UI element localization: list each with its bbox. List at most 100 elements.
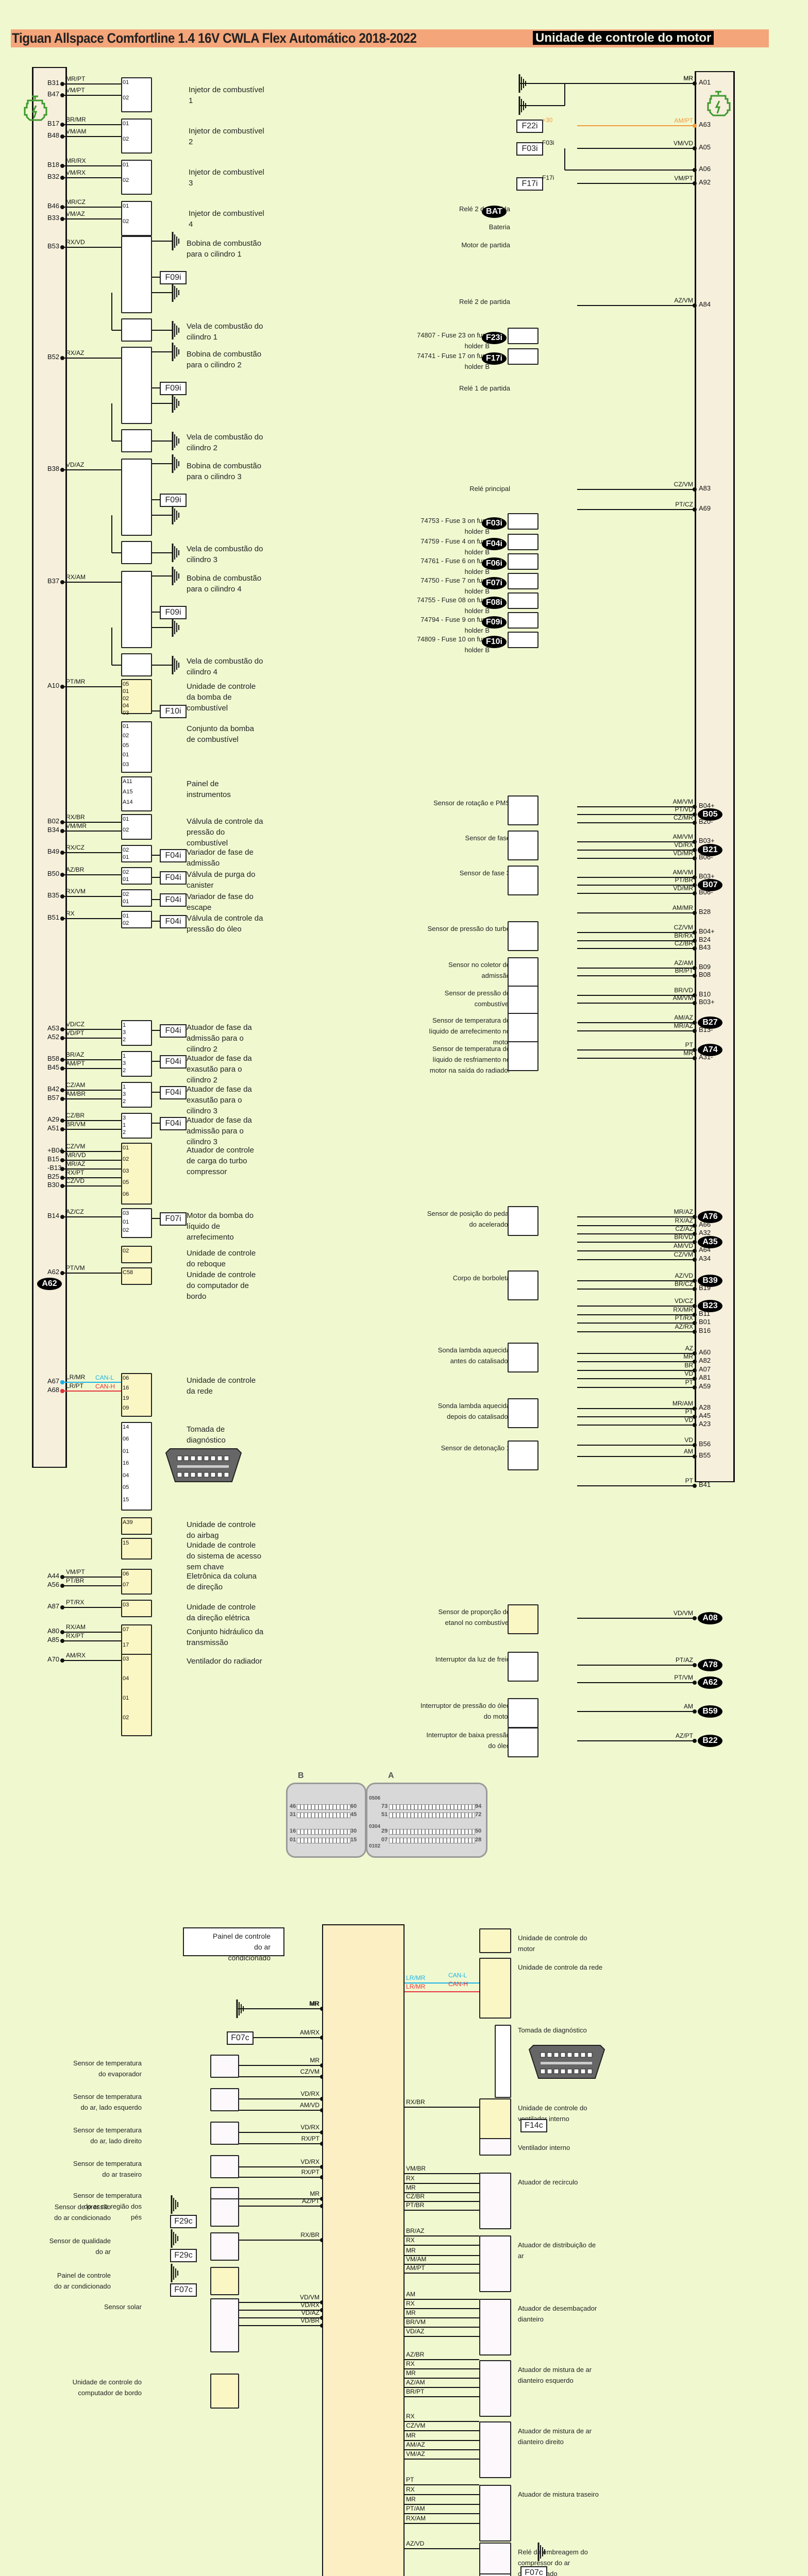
- component-box: [121, 1538, 152, 1560]
- terminal-label: 03: [123, 1210, 129, 1216]
- component-label: Sensor de temperatura do ar, lado esquer…: [73, 2093, 142, 2111]
- connector-badge: B59: [698, 1705, 722, 1718]
- terminal-label: 02: [123, 696, 129, 702]
- terminal-label: 01: [123, 121, 129, 127]
- terminal-label: 01: [123, 688, 129, 694]
- component-box: [508, 921, 538, 951]
- fuse-badge: F17i: [482, 352, 507, 365]
- connector-badge: A78: [698, 1659, 722, 1671]
- pin-label: B48: [47, 131, 60, 139]
- component-box: [210, 2267, 239, 2295]
- component-label: Sensor de temperatura do evaporador: [73, 2059, 142, 2078]
- wire-color-label: MR: [406, 2309, 416, 2316]
- component-box: [121, 1051, 152, 1077]
- terminal-label: A14: [123, 799, 133, 805]
- pin-label: A60: [699, 1348, 711, 1356]
- connector-pin-row: [297, 1812, 350, 1818]
- wire-color-label: MR/RX: [66, 157, 86, 164]
- component-box: [210, 2122, 239, 2145]
- can-high-label: CAN-H: [95, 1383, 115, 1390]
- pin-label: B35: [47, 891, 60, 899]
- fuse-label: F04i: [160, 1086, 187, 1099]
- component-box: [121, 77, 152, 112]
- terminal-label: A39: [123, 1519, 133, 1526]
- component-box: [508, 573, 538, 589]
- pin-label: B30: [47, 1181, 60, 1189]
- wire-color-label: MR: [406, 2184, 416, 2191]
- connector-pin-row: [297, 1829, 350, 1835]
- wire-color-label: VM/PT: [66, 87, 85, 94]
- component-box: [508, 592, 538, 609]
- component-label: Unidade de controle do airbag: [187, 1520, 256, 1540]
- pin-label: A45: [699, 1412, 711, 1419]
- wire-color-label: MR/AZ: [66, 1160, 86, 1167]
- wire-color-label: PT/CZ: [675, 501, 693, 508]
- pin-label: A44: [47, 1572, 60, 1580]
- terminal-label: A11: [123, 778, 132, 785]
- wire-color-label: VD/RX: [674, 841, 693, 849]
- connector-power-pin: 06: [375, 1795, 381, 1801]
- wire-color-label: VD/BR: [300, 2317, 319, 2324]
- ground-icon: [537, 2543, 545, 2561]
- terminal-label: 02: [123, 827, 129, 833]
- pin-label: B06-: [699, 853, 713, 861]
- wire-color-label: AM/PT: [674, 117, 693, 124]
- fuse-label: F22i: [516, 120, 543, 133]
- component-box: [121, 236, 152, 313]
- terminal-label: 15: [123, 1540, 129, 1546]
- fuse-badge: F03i: [482, 517, 507, 530]
- ground-icon: [171, 2195, 178, 2214]
- terminal-label: 02: [123, 847, 129, 853]
- pin-label: B33: [47, 214, 60, 222]
- terminal-label: 01: [123, 752, 129, 758]
- fuse-label: F09i: [160, 606, 187, 619]
- wire-color-label: VM/PT: [66, 1568, 85, 1575]
- terminal-label: 02: [123, 891, 129, 897]
- wire-color-label: MR/CZ: [66, 198, 86, 206]
- component-label: 74794 - Fuse 9 on fuse holder B: [420, 616, 490, 634]
- wire-color-label: VM/AZ: [406, 2450, 425, 2458]
- terminal-label: 3: [123, 1060, 126, 1066]
- component-label: 74755 - Fuse 08 on fuse holder B: [417, 596, 490, 615]
- wire-color-label: BR/VM: [66, 1121, 86, 1128]
- wire-color-label: AZ: [685, 1345, 693, 1352]
- wire-color-label: RX: [406, 2486, 415, 2493]
- pin-label: B24: [699, 936, 711, 943]
- connector-badge: A76: [698, 1211, 722, 1223]
- component-label: Sensor de posição do pedal do acelerador: [427, 1210, 510, 1228]
- component-label: Conjunto da bomba de combustível: [187, 724, 254, 744]
- ground-icon: [172, 283, 179, 302]
- wire-color-label: PT/AZ: [675, 1656, 693, 1664]
- component-box: [121, 1422, 152, 1511]
- connector-power-pin: 02: [375, 1843, 381, 1849]
- terminal-label: 05: [123, 1179, 129, 1186]
- component-label: Bobina de combustão para o cilindro 2: [187, 350, 262, 369]
- wire-color-label: MR/PT: [66, 75, 86, 82]
- terminal-label: 3: [123, 1029, 126, 1036]
- fuse-label: F04i: [160, 893, 187, 907]
- wire-color-label: LR/MR: [406, 1983, 426, 1990]
- wire-color-label: BR/AZ: [66, 1051, 85, 1058]
- terminal-label: 04: [123, 703, 129, 709]
- component-label: Sensor de pressão do combustível: [444, 989, 510, 1008]
- wire-color-label: CZ/VM: [674, 481, 693, 488]
- component-label: Sensor solar: [104, 2303, 142, 2311]
- terminal-label: 03: [123, 1602, 129, 1608]
- pin-dot: [693, 81, 697, 86]
- component-label: Sensor de fase 3: [459, 869, 510, 877]
- terminal-label: 05: [123, 742, 129, 749]
- pin-dot: [693, 1360, 697, 1364]
- connector-badge: A74: [698, 1044, 722, 1056]
- component-label: Injetor de combustível 4: [189, 209, 264, 229]
- component-box: [121, 1569, 152, 1595]
- component-label: Painel de instrumentos: [187, 779, 231, 799]
- wire-color-label: AZ/CZ: [66, 1208, 84, 1215]
- wire-color-label: CZ/VM: [674, 1251, 693, 1258]
- pin-dot: [693, 1681, 697, 1685]
- component-label: Ventilador interno: [518, 2144, 570, 2151]
- fuse-label: F09i: [160, 494, 187, 507]
- fuse-label: F17i: [516, 177, 543, 191]
- component-label: Tomada de diagnóstico: [518, 2026, 587, 2034]
- component-label: Interruptor da luz de freio: [435, 1655, 510, 1663]
- component-label: Atuador de desembaçador dianteiro: [518, 2304, 597, 2323]
